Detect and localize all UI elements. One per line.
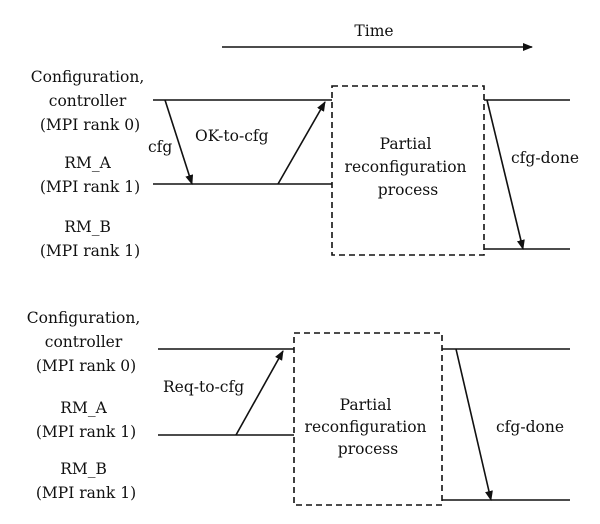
time-axis: Time xyxy=(222,22,533,51)
cfg-arrow xyxy=(164,99,194,185)
top-panel: Configuration, controller (MPI rank 0) R… xyxy=(31,68,579,260)
controller-label: Configuration, controller (MPI rank 0) xyxy=(31,68,149,134)
cfg-done-label: cfg-done xyxy=(511,149,579,167)
cfg-done-arrow xyxy=(455,348,493,501)
rm-b-label: RM_B (MPI rank 1) xyxy=(36,460,136,502)
rm-a-label: RM_A (MPI rank 1) xyxy=(40,154,140,196)
ok-to-cfg-label: OK-to-cfg xyxy=(195,127,269,145)
rm-b-label: RM_B (MPI rank 1) xyxy=(40,218,140,260)
controller-label: Configuration, controller (MPI rank 0) xyxy=(27,309,145,375)
partial-reconfiguration-box xyxy=(331,85,485,256)
partial-reconfiguration-box xyxy=(293,332,443,506)
time-label: Time xyxy=(354,22,393,40)
partial-reconfiguration-text: Partial reconfiguration process xyxy=(305,396,432,458)
bottom-panel: Configuration, controller (MPI rank 0) R… xyxy=(27,309,570,506)
partial-reconfiguration-text: Partial reconfiguration process xyxy=(345,135,472,199)
ok-to-cfg-arrow xyxy=(277,101,326,185)
rm-a-label: RM_A (MPI rank 1) xyxy=(36,399,136,441)
cfg-label: cfg xyxy=(148,138,172,156)
cfg-done-arrow xyxy=(486,99,525,250)
req-to-cfg-label: Req-to-cfg xyxy=(163,378,244,396)
cfg-done-label: cfg-done xyxy=(496,418,564,436)
req-to-cfg-arrow xyxy=(235,350,284,436)
